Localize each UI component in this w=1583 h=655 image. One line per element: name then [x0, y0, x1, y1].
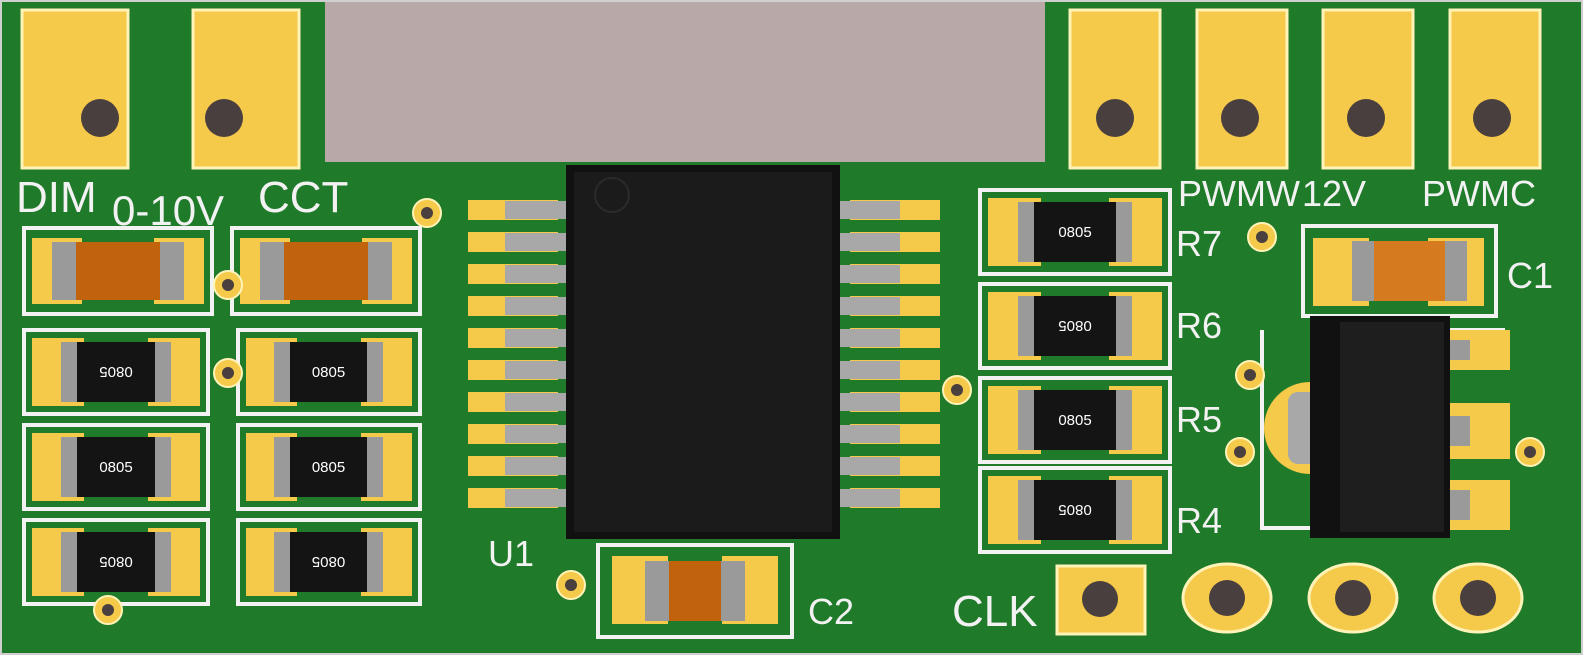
- label-r7: R7: [1176, 223, 1222, 264]
- u2-regulator: [1260, 316, 1510, 538]
- label-clk: CLK: [952, 587, 1038, 636]
- label-pwmc: PWMC: [1422, 173, 1536, 214]
- via: [1247, 222, 1277, 252]
- label-r4: R4: [1176, 500, 1222, 541]
- via: [556, 570, 586, 600]
- via-group: [93, 198, 1545, 625]
- right-resistor-3: 0805: [978, 376, 1172, 464]
- left-resistor-b-2: 0805: [236, 423, 422, 511]
- via: [213, 270, 243, 300]
- via: [93, 595, 123, 625]
- resistor-marking: 0805: [1058, 317, 1091, 334]
- resistor-marking: 0805: [99, 459, 132, 476]
- c1-capacitor: [1301, 224, 1498, 318]
- label-cct: CCT: [258, 173, 348, 222]
- left-resistor-b-3: 0805: [236, 518, 422, 606]
- right-resistor-1: 0805: [978, 188, 1172, 276]
- left-resistor-b-1: 0805: [236, 328, 422, 416]
- resistor-marking: 0805: [99, 363, 132, 380]
- left-capacitor-2: [230, 226, 422, 316]
- bottom-pad-3: [1307, 562, 1399, 634]
- label-c1: C1: [1507, 255, 1553, 296]
- resistor-marking: 0805: [1058, 224, 1091, 241]
- via: [942, 375, 972, 405]
- connector-12v-pad-2: [1321, 8, 1415, 170]
- label-dim: DIM: [16, 173, 97, 222]
- resistor-marking: 0805: [99, 553, 132, 570]
- left-capacitor-1: [22, 226, 214, 316]
- connector-pwmc-pad: [1448, 8, 1542, 170]
- right-resistor-area: 0805 0805 0805 0805: [978, 188, 1172, 554]
- left-resistor-a-2: 0805: [22, 423, 210, 511]
- connector-12v-pad-1: [1195, 8, 1289, 170]
- resistor-marking: 0805: [312, 553, 345, 570]
- label-u1: U1: [488, 533, 534, 574]
- label-12v: 12V: [1302, 173, 1366, 214]
- resistor-marking: 0805: [312, 459, 345, 476]
- label-r5: R5: [1176, 399, 1222, 440]
- left-resistor-a-1: 0805: [22, 328, 210, 416]
- board-cutout: [325, 0, 1045, 162]
- clk-pad: [1055, 564, 1147, 636]
- bottom-pad-4: [1432, 562, 1524, 634]
- right-resistor-4: 0805: [978, 466, 1172, 554]
- label-c2: C2: [808, 591, 854, 632]
- connector-pwmw-pad: [1068, 8, 1162, 170]
- via: [412, 198, 442, 228]
- via: [1225, 437, 1255, 467]
- u1-ic: [468, 165, 940, 539]
- left-component-area: 0805 0805 0805 0805 0805 0805: [22, 226, 422, 606]
- resistor-marking: 0805: [1058, 501, 1091, 518]
- bottom-pad-2: [1181, 562, 1273, 634]
- label-pwmw: PWMW: [1178, 173, 1300, 214]
- left-resistor-a-3: 0805: [22, 518, 210, 606]
- resistor-marking: 0805: [312, 364, 345, 381]
- connector-cct-pad: [191, 8, 301, 170]
- label-r6: R6: [1176, 305, 1222, 346]
- c2-capacitor: [596, 543, 794, 639]
- resistor-marking: 0805: [1058, 412, 1091, 429]
- right-resistor-2: 0805: [978, 282, 1172, 370]
- connector-dim-pad: [20, 8, 130, 170]
- via: [1235, 360, 1265, 390]
- via: [213, 358, 243, 388]
- via: [1515, 437, 1545, 467]
